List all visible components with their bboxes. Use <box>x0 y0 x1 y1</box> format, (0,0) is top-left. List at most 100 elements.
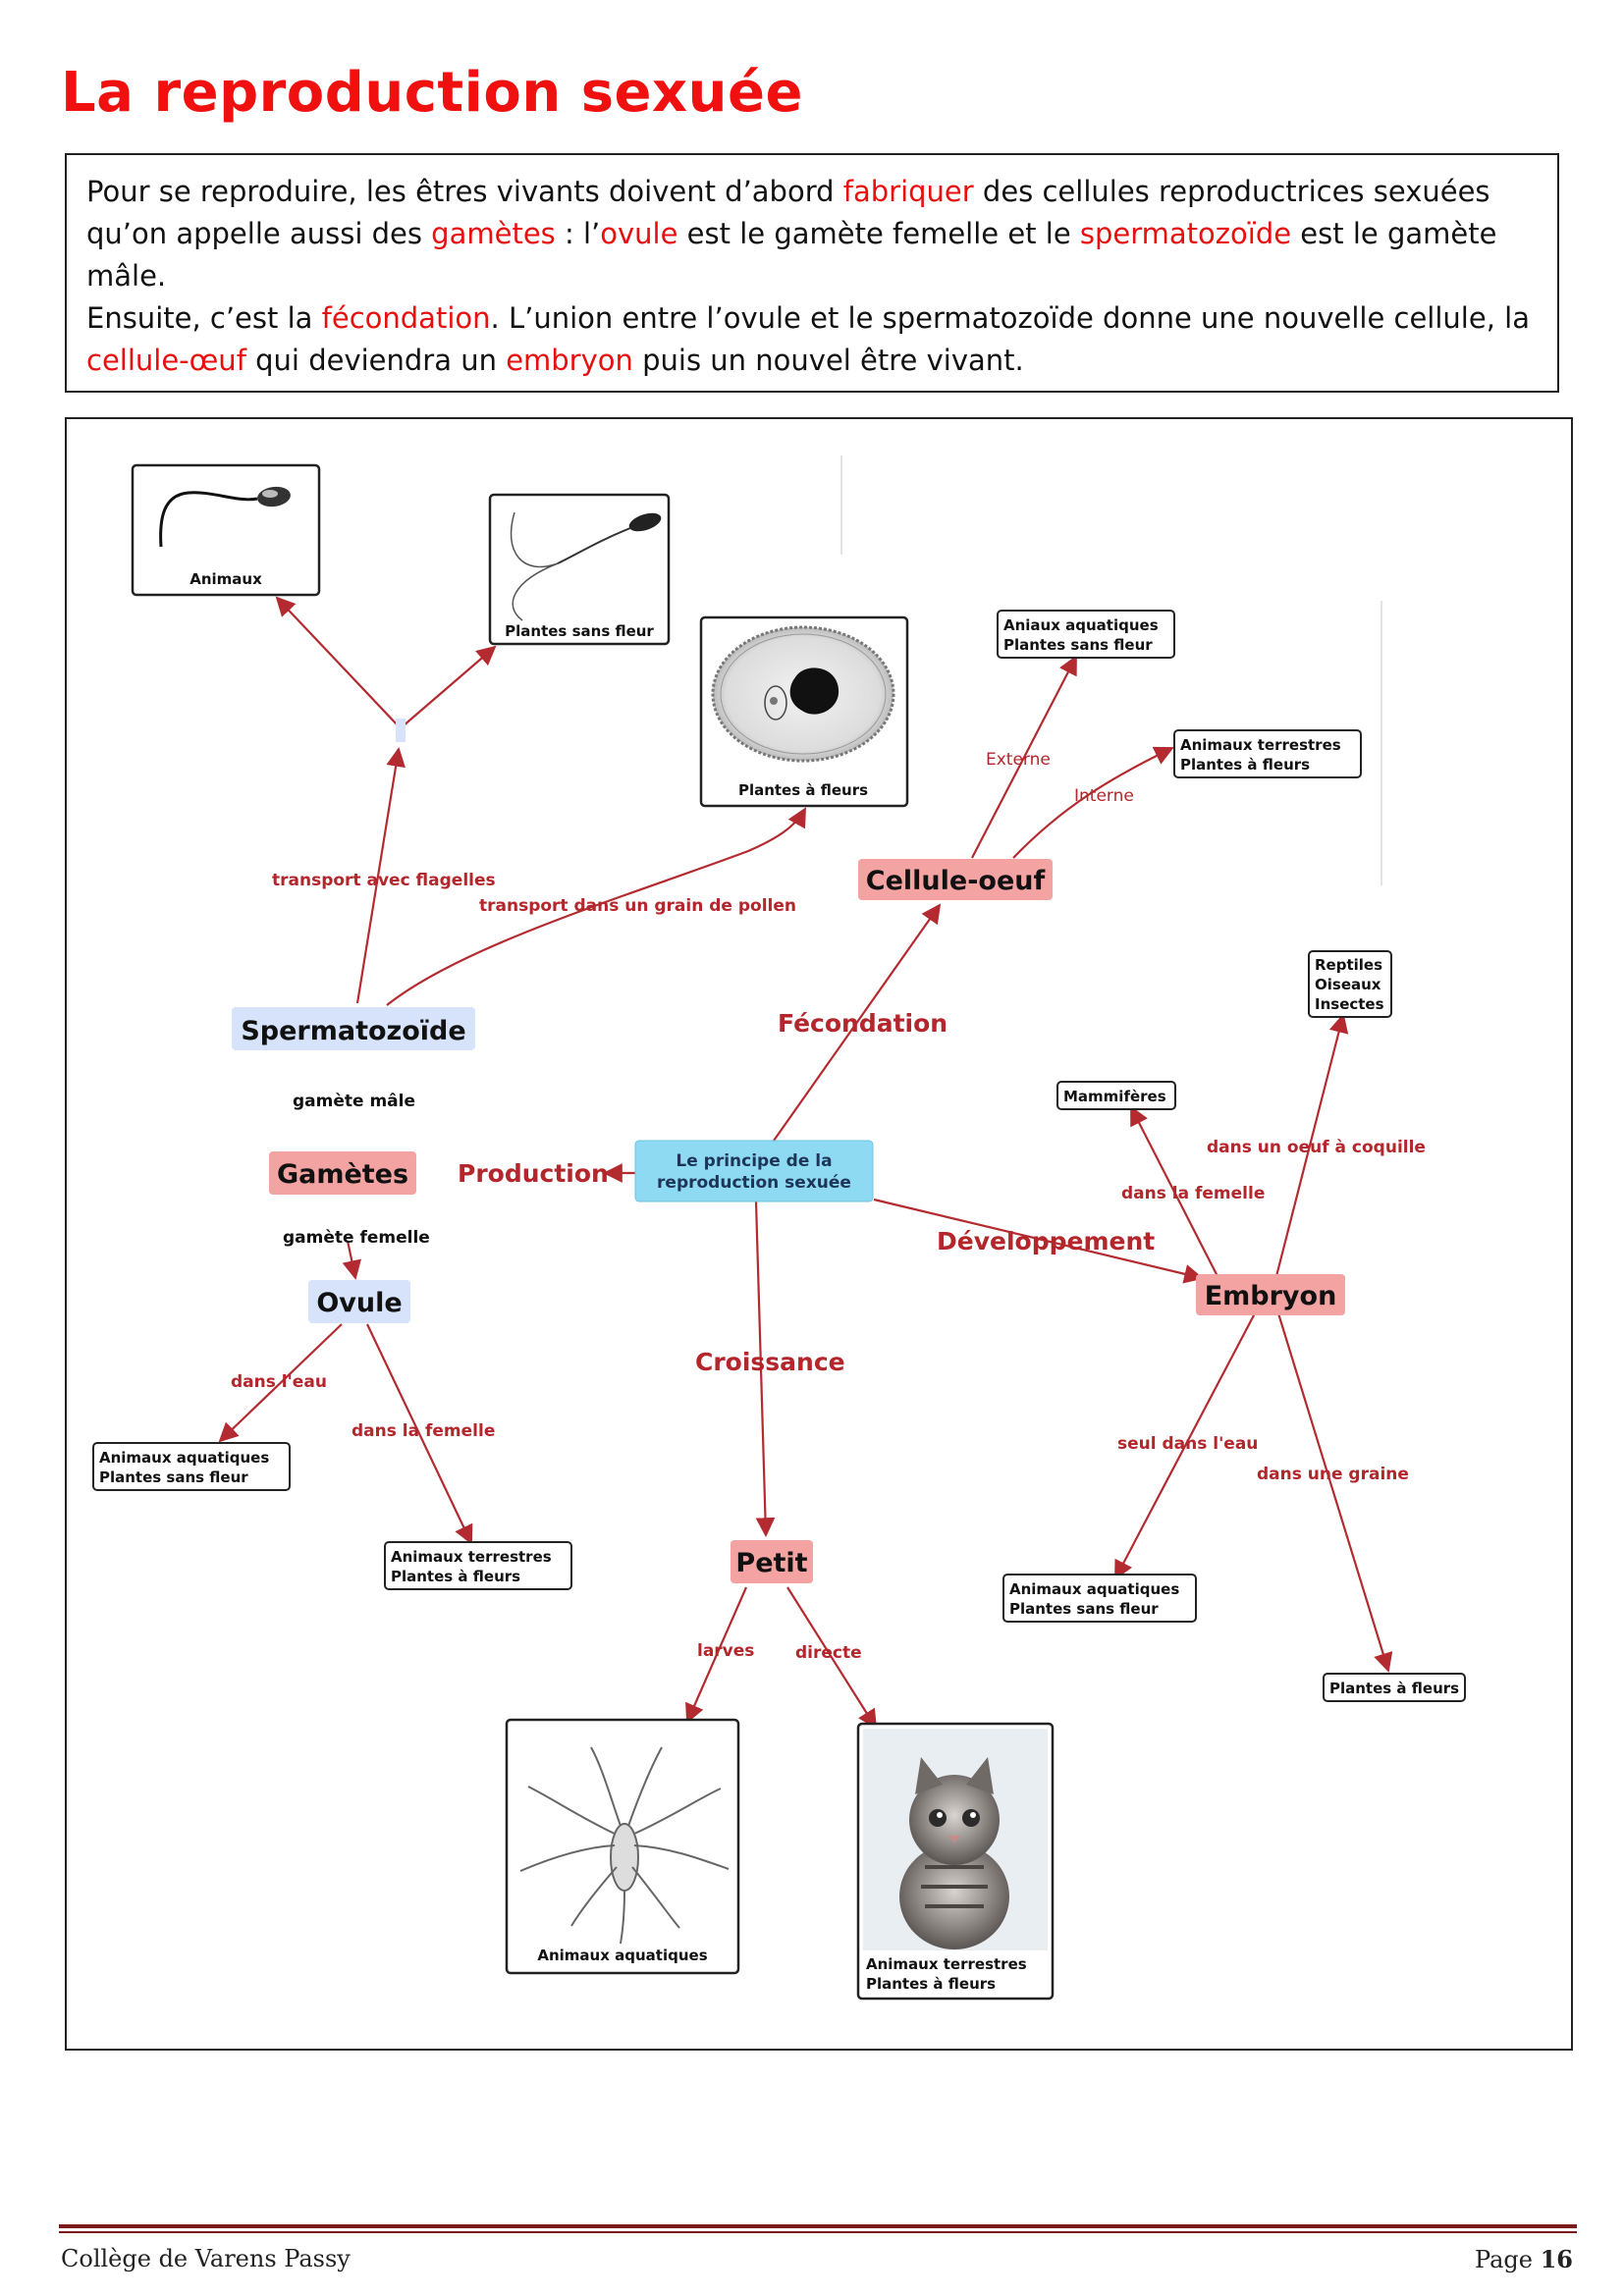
intro-text: . L’union entre l’ovule et le spermatozo… <box>490 301 1530 335</box>
pollen-grain-icon <box>711 625 895 763</box>
box-plantes-sans-fleur: Plantes sans fleur <box>488 493 671 646</box>
node-cellule-oeuf-label: Cellule-oeuf <box>866 866 1046 896</box>
box-reptiles-line1: Reptiles <box>1315 956 1382 974</box>
box-embryon-eau-line1: Animaux aquatiques <box>1009 1580 1179 1598</box>
center-node: Le principe de la reproduction sexuée <box>634 1140 874 1202</box>
box-ovule-femelle-line2: Plantes à fleurs <box>391 1568 520 1585</box>
box-oeuf-externe-line2: Plantes sans fleur <box>1003 636 1153 654</box>
box-oeuf-externe: Aniaux aquatiques Plantes sans fleur <box>997 610 1175 659</box>
box-oeuf-interne: Animaux terrestres Plantes à fleurs <box>1173 729 1362 778</box>
box-embryon-eau-line2: Plantes sans fleur <box>1009 1600 1159 1618</box>
kitten-icon <box>899 1757 1009 1949</box>
label-gamete-femelle: gamète femelle <box>283 1228 430 1248</box>
connector-larves <box>685 1586 748 1724</box>
box-animaux-label: Animaux <box>189 570 262 588</box>
connector-externe <box>971 655 1077 859</box>
connector-fecondation <box>773 903 942 1142</box>
node-embryon-label: Embryon <box>1205 1281 1337 1311</box>
intro-text: : l’ <box>555 217 601 250</box>
footer-page: Page 16 <box>1475 2245 1573 2273</box>
connector-gamete-femelle <box>342 1240 362 1280</box>
label-larves: larves <box>697 1641 754 1661</box>
box-ovule-eau-line1: Animaux aquatiques <box>99 1449 269 1467</box>
box-larves: Animaux aquatiques <box>505 1718 740 1975</box>
label-production: Production <box>458 1159 609 1188</box>
box-directe-line2: Plantes à fleurs <box>866 1975 996 1993</box>
intro-text: est le gamète mâle. <box>86 217 1497 293</box>
node-gametes-label: Gamètes <box>277 1159 408 1190</box>
box-ovule-femelle-line1: Animaux terrestres <box>391 1548 552 1566</box>
box-ovule-eau-line2: Plantes sans fleur <box>99 1468 248 1486</box>
box-ovule-femelle: Animaux terrestres Plantes à fleurs <box>384 1541 572 1590</box>
keyword-gametes: gamètes <box>431 217 556 250</box>
center-node-line2: reproduction sexuée <box>657 1173 851 1193</box>
box-directe-line1: Animaux terrestres <box>866 1955 1027 1973</box>
footer-rule <box>59 2224 1577 2228</box>
node-cellule-oeuf: Cellule-oeuf <box>858 859 1053 900</box>
intro-box: Pour se reproduire, les êtres vivants do… <box>65 153 1559 393</box>
connector-to-plantes-sans-fleur <box>402 645 497 727</box>
label-developpement: Développement <box>937 1227 1155 1255</box>
box-reptiles: Reptiles Oiseaux Insectes <box>1308 950 1392 1018</box>
box-mammiferes: Mammifères <box>1056 1081 1176 1110</box>
gamete-labels: gamète mâle gamète femelle <box>283 1092 430 1248</box>
box-embryon-graine-label: Plantes à fleurs <box>1329 1680 1459 1697</box>
label-fecondation: Fécondation <box>778 1009 947 1038</box>
link-labels: Production Fécondation Développement Cro… <box>231 750 1426 1663</box>
box-oeuf-interne-line1: Animaux terrestres <box>1180 736 1341 754</box>
label-seul-eau: seul dans l'eau <box>1117 1434 1258 1454</box>
label-externe: Externe <box>986 750 1051 770</box>
connector-croissance <box>754 1201 776 1537</box>
plant-sperm-icon <box>510 511 662 621</box>
node-gametes: Gamètes <box>269 1151 416 1195</box>
connector-ovule-eau <box>218 1323 343 1443</box>
label-dans-eau: dans l'eau <box>231 1372 327 1392</box>
connector-mammiferes <box>1130 1105 1222 1285</box>
intro-text: qu’on appelle aussi des <box>86 217 432 250</box>
label-interne: Interne <box>1074 786 1134 806</box>
node-spermatozoide-label: Spermatozoïde <box>241 1016 465 1046</box>
box-plantes-sans-fleur-label: Plantes sans fleur <box>505 622 654 640</box>
box-animaux: Animaux <box>131 463 321 597</box>
node-spermatozoide: Spermatozoïde <box>232 1007 475 1050</box>
concept-map-frame: Production Fécondation Développement Cro… <box>65 417 1573 2051</box>
box-mammiferes-label: Mammifères <box>1063 1088 1166 1105</box>
connector-embryon-graine <box>1276 1312 1393 1673</box>
box-ovule-eau: Animaux aquatiques Plantes sans fleur <box>92 1442 291 1491</box>
label-croissance: Croissance <box>695 1348 845 1376</box>
label-dans-graine: dans une graine <box>1257 1465 1409 1484</box>
label-gamete-male: gamète mâle <box>293 1092 415 1111</box>
intro-text: est le gamète femelle et le <box>677 217 1080 250</box>
sperm-animal-icon <box>159 486 291 548</box>
keyword-spermatozoide: spermatozoïde <box>1079 217 1292 250</box>
connector-reptiles <box>1272 1013 1349 1285</box>
box-embryon-eau: Animaux aquatiques Plantes sans fleur <box>1002 1574 1197 1623</box>
intro-text: puis un nouvel être vivant. <box>632 344 1024 377</box>
keyword-cellule-oeuf: cellule-œuf <box>86 344 246 377</box>
connector-spermatozoide-up <box>355 747 406 1004</box>
label-oeuf-coquille: dans un oeuf à coquille <box>1207 1138 1426 1157</box>
node-petit: Petit <box>731 1540 813 1583</box>
connector-developpement <box>873 1198 1204 1284</box>
connectors <box>218 596 1393 1730</box>
page-title: La reproduction sexuée <box>61 61 803 125</box>
label-directe: directe <box>795 1643 862 1663</box>
keyword-ovule: ovule <box>600 217 678 250</box>
larva-icon <box>519 1746 730 1945</box>
concept-map: Production Fécondation Développement Cro… <box>92 455 1466 2001</box>
node-embryon: Embryon <box>1196 1274 1345 1315</box>
center-node-line1: Le principe de la <box>676 1151 832 1171</box>
footer-page-label: Page <box>1475 2246 1533 2273</box>
keyword-fabriquer: fabriquer <box>842 175 974 208</box>
footer-school: Collège de Varens Passy <box>61 2245 351 2272</box>
label-transport-pollen: transport dans un grain de pollen <box>479 896 796 916</box>
intro-text: Ensuite, c’est la <box>86 301 322 335</box>
keyword-fecondation: fécondation <box>321 301 491 335</box>
connector-directe <box>786 1586 878 1730</box>
node-petit-label: Petit <box>735 1548 807 1578</box>
footer-page-number: 16 <box>1540 2245 1573 2273</box>
box-oeuf-externe-line1: Aniaux aquatiques <box>1003 616 1159 634</box>
box-larves-label: Animaux aquatiques <box>537 1947 707 1964</box>
connector-ovule-femelle <box>366 1323 473 1545</box>
label-dans-femelle-embryon: dans la femelle <box>1121 1184 1265 1203</box>
